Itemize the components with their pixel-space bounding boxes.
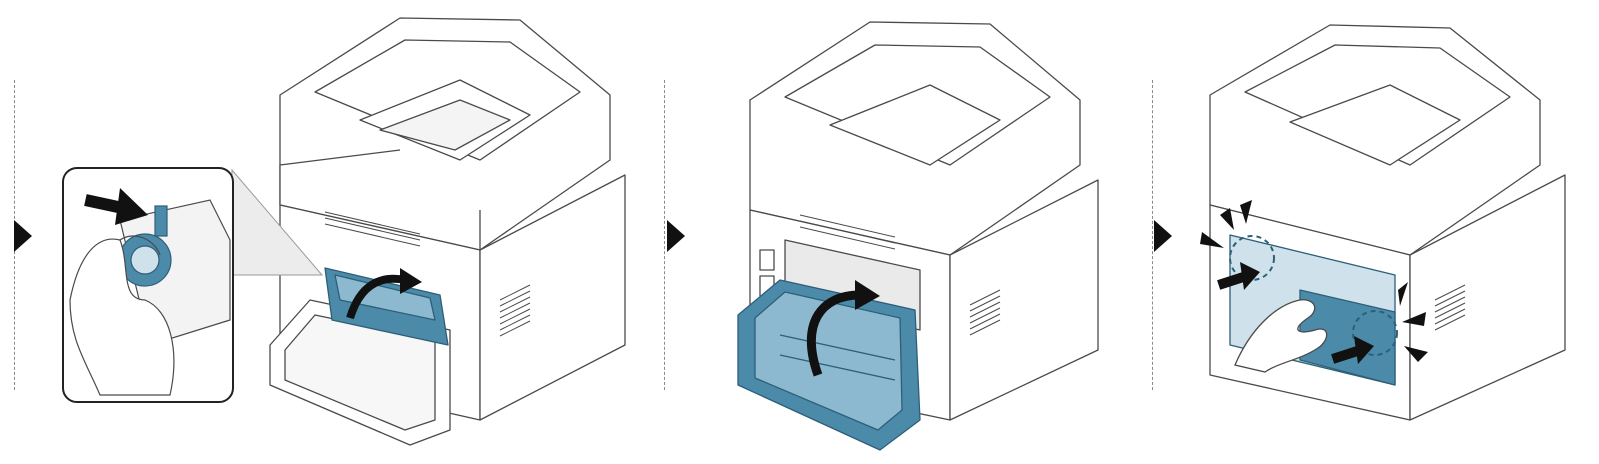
step-arrow-icon (1154, 220, 1172, 252)
push-arrow-icon (1217, 262, 1260, 290)
rotate-arrow-icon (806, 290, 861, 377)
rotate-arrow-icon (346, 274, 406, 320)
hand-icon (69, 238, 175, 396)
step-1-illustration (62, 17, 626, 446)
step-divider (664, 80, 665, 390)
hand-icon (1234, 299, 1328, 373)
step-divider (1152, 80, 1153, 390)
step-arrow-icon (667, 220, 685, 252)
push-arrow-icon (1331, 336, 1374, 364)
push-arrow-icon (84, 188, 148, 225)
step-3-illustration (1200, 24, 1566, 421)
step-2-illustration (737, 21, 1099, 451)
step-arrow-icon (14, 220, 32, 252)
